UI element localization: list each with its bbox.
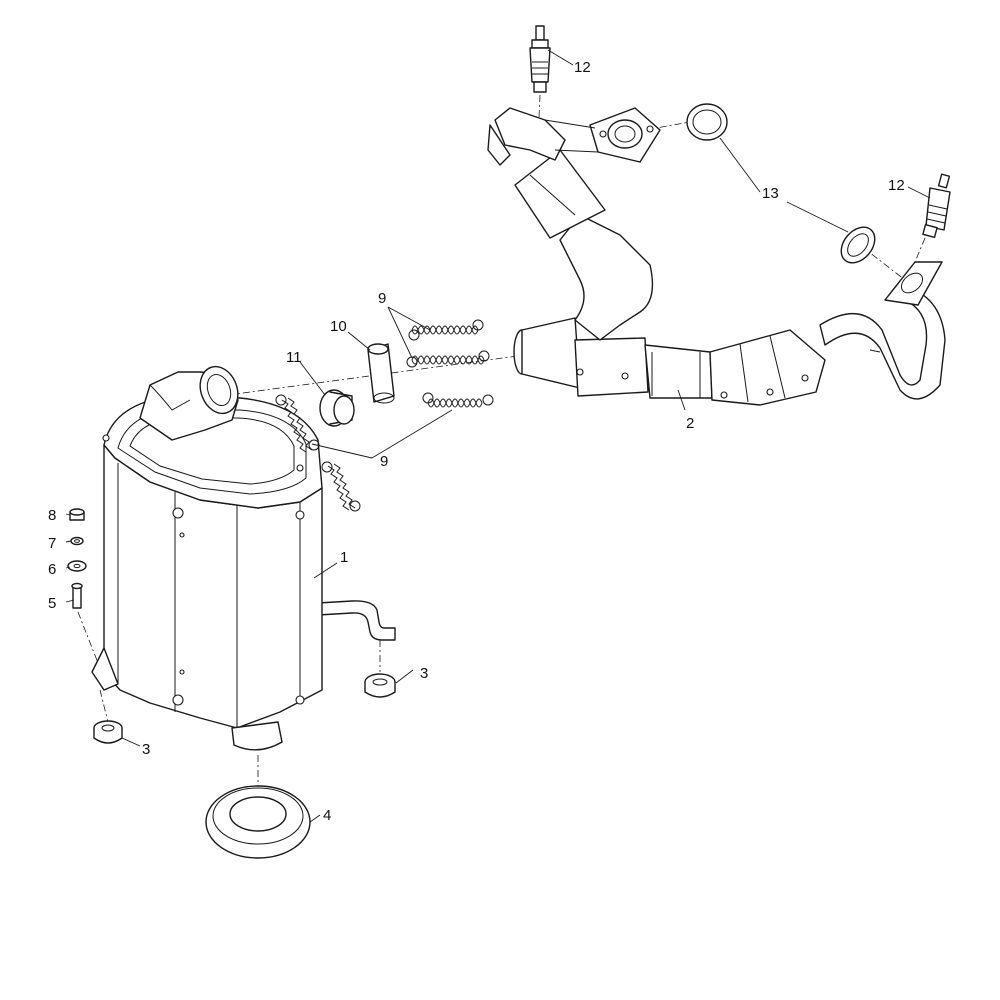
nut-part-8 xyxy=(69,508,85,521)
lock-washer-part-7 xyxy=(70,536,84,546)
callout-10: 10 xyxy=(330,318,347,335)
cap-plug-part-11 xyxy=(319,389,355,427)
callout-3-left: 3 xyxy=(142,741,150,758)
o2-sensor-part-12-right xyxy=(922,173,951,239)
centerlines xyxy=(77,94,926,792)
grommet-part-3-left xyxy=(93,720,123,744)
gasket-part-13-lower xyxy=(840,226,876,264)
leader-lines xyxy=(65,49,931,823)
gasket-part-13-upper xyxy=(686,103,728,141)
o2-sensor-part-12-top xyxy=(529,25,551,93)
callout-5: 5 xyxy=(48,595,56,612)
callout-9-bottom: 9 xyxy=(380,453,388,470)
callout-11: 11 xyxy=(286,349,302,366)
callout-8: 8 xyxy=(48,507,56,524)
callout-9-top: 9 xyxy=(378,290,386,307)
callout-12-top: 12 xyxy=(574,59,591,76)
spring-part-9-lower xyxy=(422,392,494,408)
stud-part-5 xyxy=(71,582,83,609)
spring-part-9-left-upper xyxy=(275,394,320,453)
callout-13: 13 xyxy=(762,185,779,202)
grommet-part-3-right xyxy=(364,673,396,698)
muffler-part-1 xyxy=(91,365,396,751)
seal-ring-part-4 xyxy=(205,785,311,859)
spring-part-9-middle xyxy=(406,350,490,368)
spring-part-9-left-lower xyxy=(321,461,361,512)
callout-12-right: 12 xyxy=(888,177,905,194)
callout-labels: 1 2 3 3 4 5 6 7 8 9 9 10 11 12 12 13 xyxy=(48,59,905,824)
exhaust-pipe-assembly-part-2 xyxy=(487,107,946,406)
callout-1: 1 xyxy=(340,549,348,566)
callout-2: 2 xyxy=(686,415,694,432)
spring-part-9-top xyxy=(408,319,484,341)
callout-6: 6 xyxy=(48,561,56,578)
callout-4: 4 xyxy=(323,807,331,824)
gasket-sleeve-part-10 xyxy=(367,343,395,404)
washer-part-6 xyxy=(67,560,87,572)
callout-3-right: 3 xyxy=(420,665,428,682)
callout-7: 7 xyxy=(48,535,56,552)
